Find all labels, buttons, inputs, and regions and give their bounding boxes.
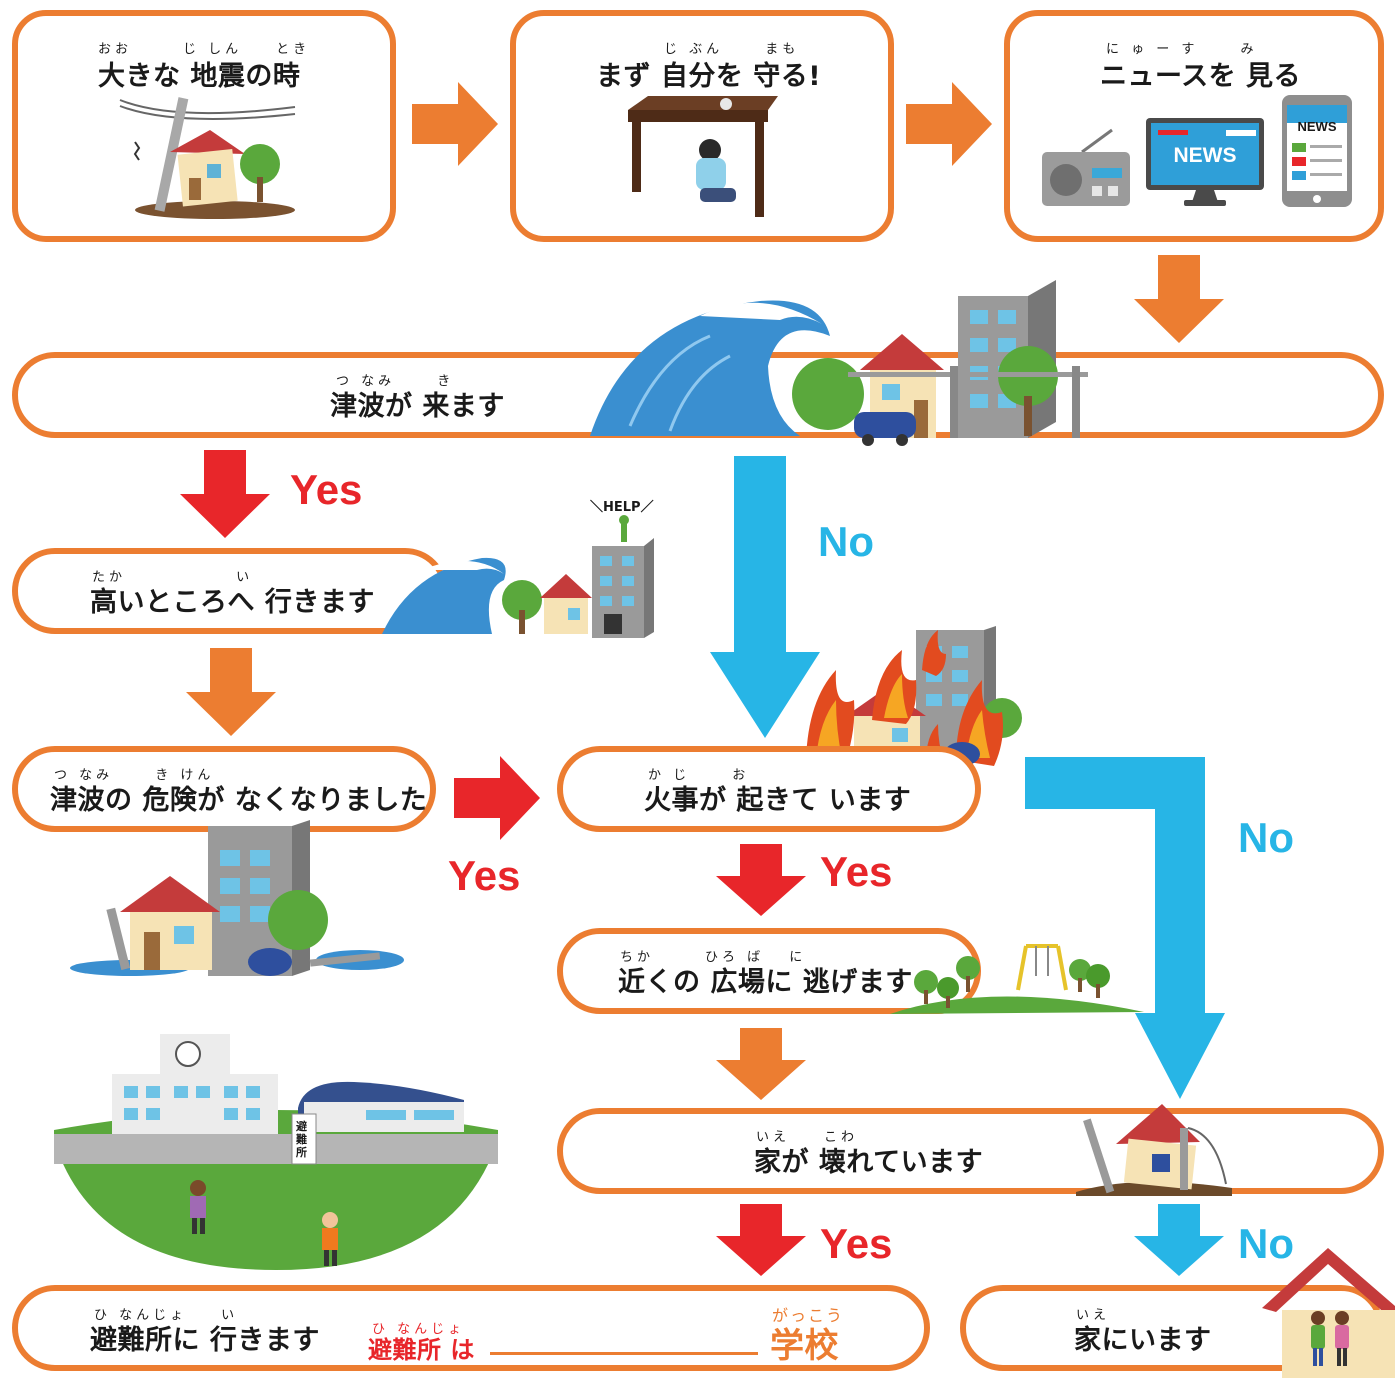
earthquake-ruby: おお じ しん とき (98, 42, 311, 57)
park-illustration (890, 944, 1144, 1014)
shelter-note-ruby: ひ なんじょ (372, 1322, 466, 1337)
arrow-down-news (1134, 255, 1224, 343)
flooded-town-illustration (70, 820, 404, 976)
arrow-down-yes-tsunami (180, 450, 270, 538)
plaza-label: 近くの 広場に 逃げます (618, 967, 913, 998)
house-broken-ruby: いえ こわ (756, 1130, 859, 1145)
shelter-box (12, 1285, 930, 1371)
protect-label: まず 自分を 守る! (596, 61, 822, 92)
high-place-label: 高いところへ 行きます (90, 587, 375, 618)
shelter-sign-text: 避難所 (296, 1120, 307, 1159)
table-hiding-illustration (628, 96, 778, 217)
earthquake-house-illustration (119, 97, 296, 219)
tv-news-icon (1146, 118, 1264, 206)
school-shelter-illustration (54, 1034, 498, 1270)
school-label: 学校 (770, 1326, 839, 1366)
tsunami-help-illustration (382, 515, 654, 638)
protect-box (510, 10, 894, 242)
high-place-ruby: たか い (92, 570, 254, 585)
tsunami-safe-ruby: つ なみ き けん (54, 768, 215, 783)
family-home-illustration (1262, 1248, 1395, 1378)
arrow-down-yes-fire (716, 844, 806, 916)
protect-ruby: じ ぶん まも (664, 42, 800, 57)
collapsed-house-illustration (1076, 1104, 1232, 1196)
yes-label-tsunami: Yes (290, 466, 363, 513)
house-broken-label: 家が 壊れています (754, 1147, 984, 1178)
arrow-right-2 (906, 82, 992, 166)
arrow-down-plaza (716, 1028, 806, 1100)
fire-ruby: か じ お (648, 768, 750, 783)
no-label-house: No (1238, 1220, 1294, 1267)
tsunami-label: 津波が 来ます (330, 391, 505, 422)
arrow-down-no-house (1134, 1204, 1224, 1276)
home-ruby: いえ (1076, 1308, 1111, 1323)
no-label-fire: No (1238, 814, 1294, 861)
arrow-right-1 (412, 82, 498, 166)
earthquake-label: 大きな 地震の時 (98, 61, 301, 92)
shelter-label: 避難所に 行きます (90, 1325, 320, 1356)
fire-label: 火事が 起きて います (644, 785, 912, 816)
plaza-box (557, 928, 981, 1014)
news-label: ニュースを 見る (1100, 61, 1302, 92)
fire-box (557, 746, 981, 832)
house-broken-box (557, 1108, 1384, 1194)
radio-icon (1042, 128, 1130, 206)
phone-news-text: NEWS (1297, 119, 1337, 134)
no-label-tsunami: No (818, 518, 874, 565)
arrow-down-no-tsunami (710, 456, 820, 738)
tsunami-town-illustration (590, 280, 1088, 446)
school-ruby: がっこう (772, 1306, 845, 1325)
tsunami-safe-label: 津波の 危険が なくなりました (50, 785, 428, 816)
yes-label-safe: Yes (448, 852, 521, 899)
tsunami-ruby: つ なみ き (336, 374, 455, 389)
yes-label-house: Yes (820, 1220, 893, 1267)
shelter-ruby: ひ なんじょ い (94, 1308, 239, 1323)
high-place-box (12, 548, 448, 634)
school-name-blank-line (490, 1352, 758, 1355)
shelter-note-prefix: 避難所 は (368, 1336, 475, 1364)
phone-news-icon (1282, 95, 1352, 207)
home-label: 家にいます (1074, 1325, 1212, 1356)
help-text: ＼HELP／ (590, 500, 654, 515)
yes-label-fire: Yes (820, 848, 893, 895)
arrow-right-yes-safe (454, 756, 540, 840)
arrow-elbow-no-fire (1025, 757, 1225, 1099)
plaza-ruby: ちか ひろ ば に (620, 950, 807, 965)
tv-news-text: NEWS (1173, 144, 1237, 167)
arrow-down-yes-house (716, 1204, 806, 1276)
news-ruby: に ゅ ー す み (1106, 42, 1258, 57)
arrow-down-high-place (186, 648, 276, 736)
